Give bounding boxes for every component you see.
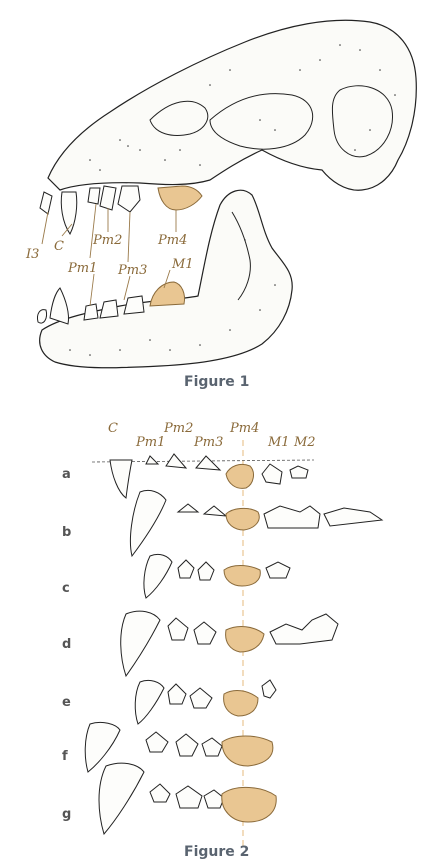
row-letter-d: d — [62, 637, 71, 652]
col-label-C: C — [108, 421, 118, 436]
row-letter-b: b — [62, 525, 71, 540]
row-letter-g: g — [62, 807, 71, 822]
label-M1: M1 — [171, 257, 194, 272]
label-I3: I3 — [25, 247, 39, 262]
row-letter-e: e — [62, 695, 71, 710]
tooth-row-f — [84, 721, 274, 773]
tooth-row-d — [120, 610, 339, 678]
tooth-row-c — [143, 553, 291, 599]
label-C: C — [54, 239, 64, 254]
tooth-row-e — [134, 679, 277, 725]
tooth-row-g — [98, 762, 277, 836]
col-label-M2: M2 — [293, 435, 316, 450]
tooth-row-a — [91, 453, 315, 499]
label-Pm2: Pm2 — [92, 233, 122, 248]
col-label-Pm1: Pm1 — [135, 435, 165, 450]
col-label-M1: M1 — [267, 435, 290, 450]
tooth-row-b — [129, 489, 384, 558]
figure2-caption: Figure 2 — [184, 844, 249, 860]
row-letter-a: a — [62, 467, 71, 482]
label-Pm1: Pm1 — [67, 261, 97, 276]
figure1-caption: Figure 1 — [184, 374, 249, 390]
skull-illustration — [37, 19, 417, 369]
col-label-Pm2: Pm2 — [163, 421, 193, 436]
row-letter-f: f — [62, 749, 68, 764]
label-Pm4: Pm4 — [157, 233, 187, 248]
row-letters: a b c d e f g — [62, 467, 71, 822]
col-label-Pm4: Pm4 — [229, 421, 259, 436]
figure1-labels: I3 C Pm1 Pm2 Pm3 Pm4 M1 — [25, 203, 194, 307]
col-label-Pm3: Pm3 — [193, 435, 223, 450]
label-Pm3: Pm3 — [117, 263, 147, 278]
row-letter-c: c — [62, 581, 70, 596]
stipple-texture — [69, 44, 396, 356]
figure2-column-labels: C Pm1 Pm2 Pm3 Pm4 M1 M2 — [108, 421, 316, 450]
